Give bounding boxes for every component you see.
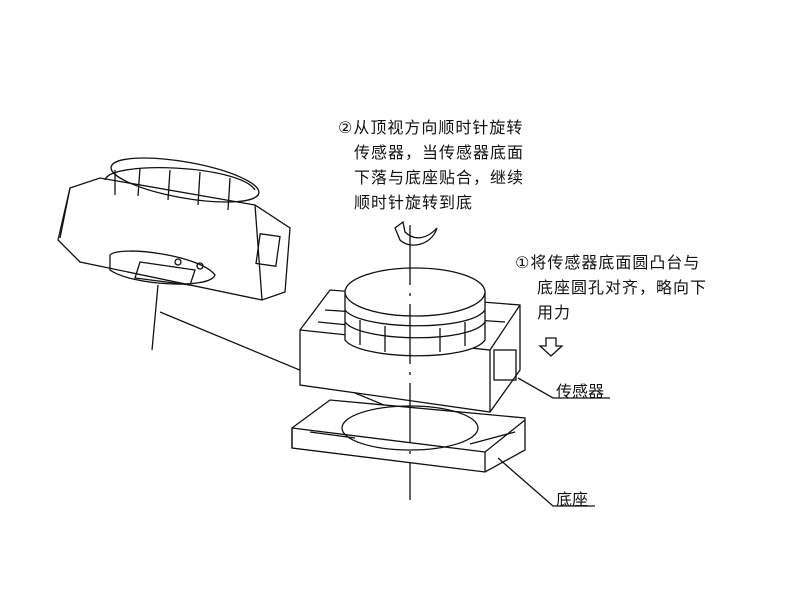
sensor-label: 传感器 — [556, 382, 605, 401]
step2-instructions: ②从顶视方向顺时针旋转 传感器，当传感器底面 下落与底座贴合，继续 顺时针旋转到… — [338, 115, 524, 215]
rotate-arrow-icon — [394, 220, 438, 246]
sensor-leader — [517, 377, 610, 399]
tilted-sensor-illustration — [57, 157, 291, 301]
step2-line: 从顶视方向顺时针旋转 — [353, 118, 524, 137]
step1-line: 底座圆孔对齐，略向下 — [537, 278, 708, 297]
step2-line: 顺时针旋转到底 — [354, 193, 474, 212]
step2-line: 传感器，当传感器底面 — [354, 143, 525, 162]
down-arrow-icon — [538, 337, 564, 357]
leader-line — [151, 284, 421, 421]
step1-line: 将传感器底面圆凸台与 — [530, 253, 701, 272]
base-label: 底座 — [556, 490, 589, 509]
step1-line: 用力 — [537, 303, 572, 322]
base-leader — [497, 457, 595, 507]
step2-marker: ② — [338, 118, 354, 137]
step1-instructions: ①将传感器底面圆凸台与 底座圆孔对齐，略向下 用力 — [515, 250, 707, 325]
step1-marker: ① — [515, 253, 531, 272]
step2-line: 下落与底座贴合，继续 — [354, 168, 525, 187]
